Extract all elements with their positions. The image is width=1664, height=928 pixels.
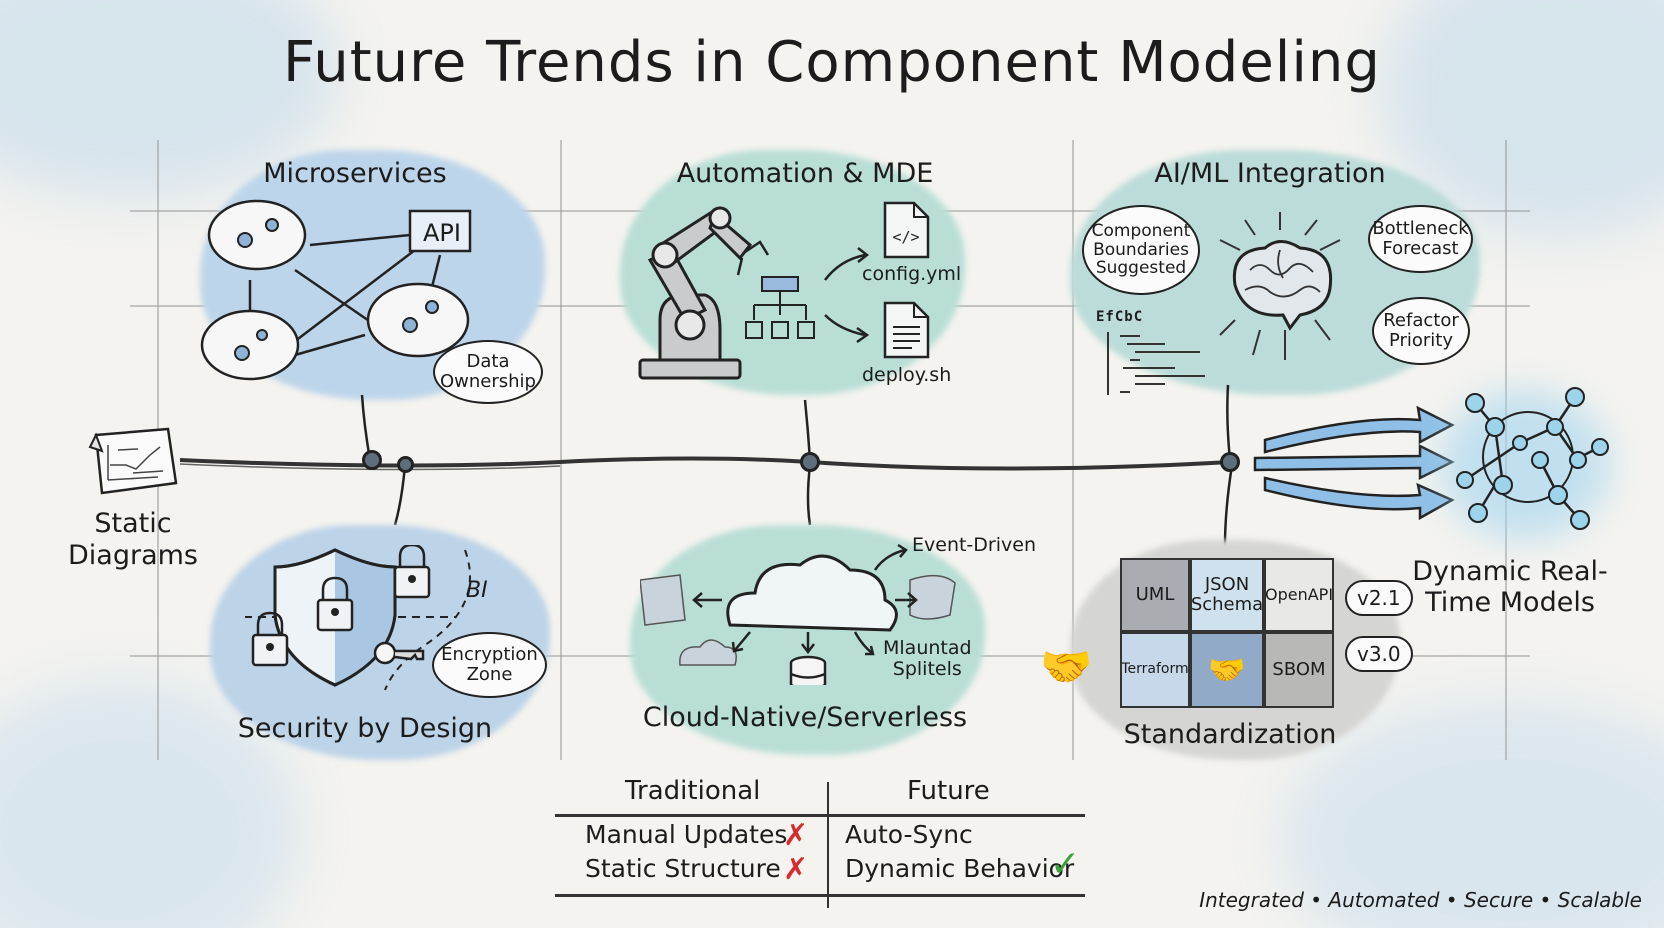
footer-tagline: Integrated • Automated • Secure • Scalab… <box>1199 888 1642 912</box>
traditional-item: Static Structure <box>585 854 781 883</box>
static-diagram-icon <box>88 427 178 495</box>
column-header-traditional: Traditional <box>625 776 761 806</box>
boundary-label: BI <box>466 578 488 603</box>
handshake-icon: 🤝 <box>1208 652 1246 688</box>
timeline-node <box>362 450 382 470</box>
page-title: Future Trends in Component Modeling <box>283 30 1381 95</box>
puzzle-openapi: OpenAPI <box>1264 558 1334 632</box>
code-snippet-icon <box>1107 332 1205 395</box>
x-mark-icon: ✗ <box>783 818 809 853</box>
robot-arm-icon <box>638 206 770 380</box>
svg-text:</>: </> <box>892 228 919 246</box>
version-badge: v3.0 <box>1345 636 1413 672</box>
x-mark-icon: ✗ <box>783 852 809 887</box>
config-file-label: config.yml <box>862 263 962 285</box>
cloud-title: Cloud-Native/Serverless <box>642 702 968 733</box>
puzzle-sbom: SBOM <box>1264 632 1334 708</box>
script-file-icon <box>883 301 930 359</box>
traditional-item: Manual Updates <box>585 820 788 849</box>
puzzle-terraform: Terraform <box>1120 632 1190 708</box>
future-item: Dynamic Behavior <box>845 854 1075 883</box>
aiml-title: AI/ML Integration <box>1154 158 1386 189</box>
bottleneck-forecast-bubble: Bottleneck Forecast <box>1368 205 1473 273</box>
puzzle-handshake: 🤝 <box>1190 632 1264 708</box>
model-tree-icon <box>745 276 815 339</box>
managed-services-label: Mlauntad Splitels <box>883 638 972 680</box>
timeline-node <box>1220 452 1240 472</box>
handshake-icon: 🤝 <box>1040 642 1093 691</box>
table-rule <box>555 894 1085 897</box>
data-ownership-bubble: Data Ownership <box>433 340 543 404</box>
table-rule <box>555 814 1085 817</box>
microservices-title: Microservices <box>263 158 447 189</box>
code-snippet-header: ЕfСbС <box>1096 309 1144 325</box>
puzzle-uml: UML <box>1120 558 1190 632</box>
shield-lock-icon <box>245 545 471 691</box>
arrows-to-files-icon <box>824 247 870 344</box>
table-divider <box>827 782 829 908</box>
timeline-node <box>800 452 820 472</box>
automation-title: Automation & MDE <box>676 158 934 189</box>
timeline-node <box>397 456 414 473</box>
security-title: Security by Design <box>237 713 493 744</box>
puzzle-json-schema: JSON Schema <box>1190 558 1264 632</box>
column-header-future: Future <box>907 776 990 806</box>
grid-line <box>1072 140 1074 760</box>
standardization-title: Standardization <box>1123 719 1337 750</box>
refactor-priority-bubble: Refactor Priority <box>1372 297 1470 365</box>
cloud-icon <box>640 543 956 685</box>
dynamic-models-label: Dynamic Real-Time Models <box>1412 556 1608 619</box>
config-file-icon: </> <box>883 201 930 259</box>
static-diagrams-label: Static Diagrams <box>68 508 198 572</box>
api-label: API <box>423 219 461 247</box>
deploy-file-label: deploy.sh <box>862 364 952 386</box>
encryption-zone-bubble: Encryption Zone <box>432 632 547 698</box>
component-boundaries-bubble: Component Boundaries Suggested <box>1082 205 1200 295</box>
microservices-graph-icon <box>200 199 472 381</box>
version-badge: v2.1 <box>1345 580 1413 616</box>
grid-line <box>560 140 562 760</box>
future-item: Auto-Sync <box>845 820 973 849</box>
check-mark-icon: ✓ <box>1050 844 1081 885</box>
managed-services-label-line2: Splitels <box>892 657 962 680</box>
brain-icon <box>1219 212 1341 360</box>
managed-services-label-line1: Mlauntad <box>883 637 972 659</box>
network-model-icon <box>1456 387 1609 530</box>
event-driven-label: Event-Driven <box>912 534 1036 556</box>
